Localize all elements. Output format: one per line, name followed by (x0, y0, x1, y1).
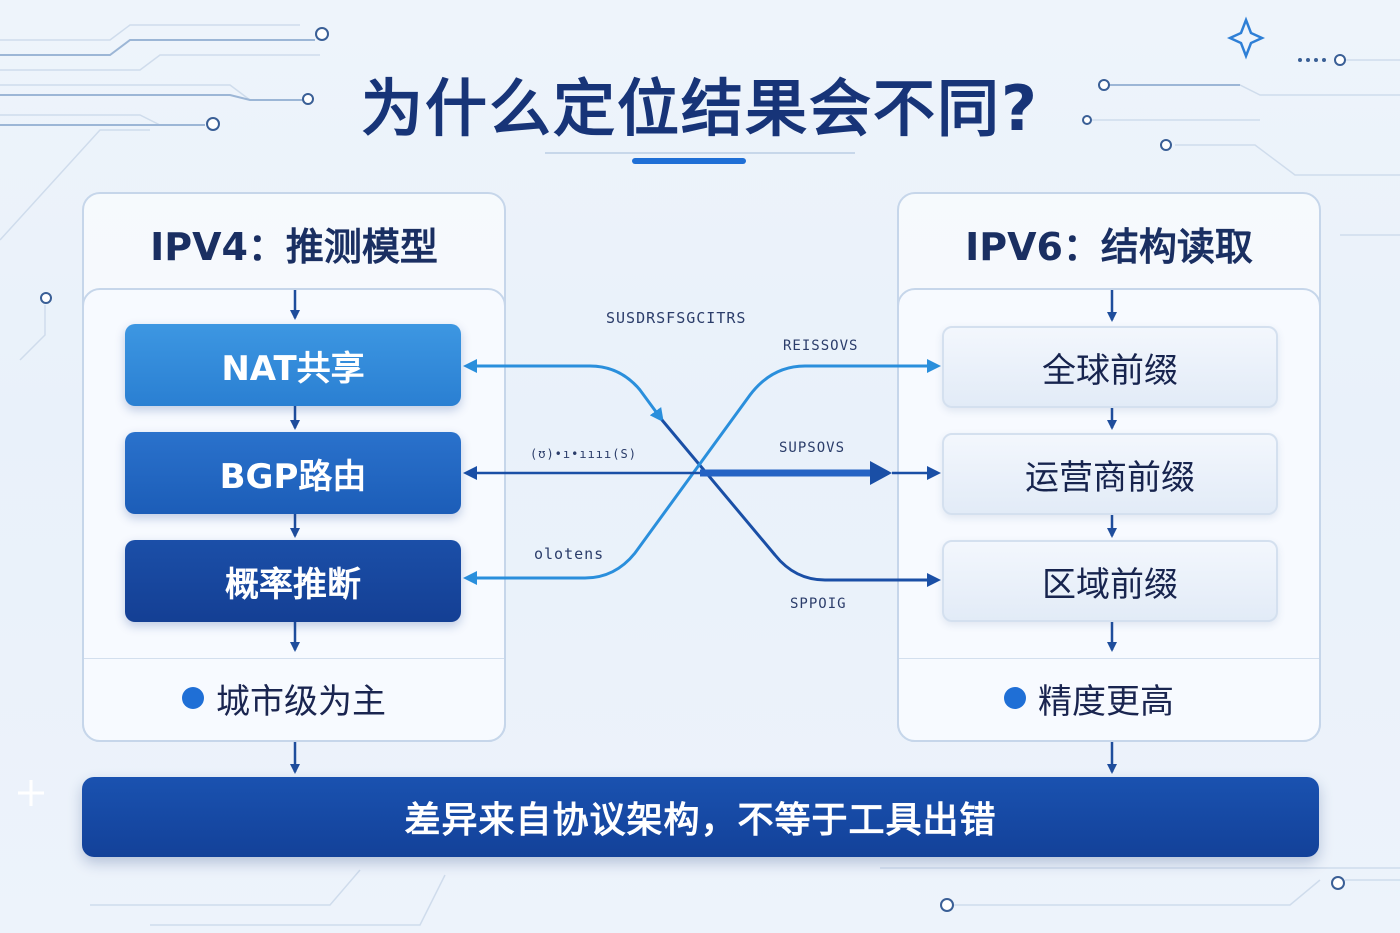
connector-label-top: SUSDRSFSGCITRS (606, 309, 747, 327)
ipv4-panel-divider (84, 658, 504, 659)
connector-label-lower-left: olotens (534, 545, 605, 563)
title-divider (545, 152, 855, 154)
ipv6-result-text: 精度更高 (1038, 681, 1174, 722)
connector-nat-to-cross (463, 359, 664, 423)
ipv6-block-carrier-prefix: 运营商前缀 (942, 433, 1278, 515)
connector-label-lower-right: SPPOIG (790, 596, 847, 612)
ipv6-block-global-prefix: 全球前缀 (942, 326, 1278, 408)
ipv4-block-probability: 概率推断 (125, 540, 461, 622)
page-title: 为什么定位结果会不同? (361, 72, 1039, 145)
connector-label-middle-left: (ʊ)•ı•ıııı(S) (530, 447, 637, 461)
ipv4-result: 城市级为主 (182, 676, 386, 722)
sparkle-icon (1226, 16, 1266, 60)
connector-probability-to-global (463, 359, 941, 585)
plus-icon (18, 780, 44, 806)
ipv6-panel-divider (899, 658, 1319, 659)
dot-icon (182, 687, 204, 709)
connector-bgp-thick-arrowhead (870, 461, 892, 485)
title-accent-bar (632, 158, 746, 164)
ipv4-block-bgp: BGP路由 (125, 432, 461, 514)
conclusion-banner: 差异来自协议架构，不等于工具出错 (82, 777, 1319, 857)
dot-icon (1004, 687, 1026, 709)
ipv6-panel-heading: IPV6：结构读取 (965, 225, 1253, 269)
ipv4-result-text: 城市级为主 (216, 681, 386, 722)
ipv4-block-nat: NAT共享 (125, 324, 461, 406)
ipv4-panel-heading: IPV4：推测模型 (150, 225, 438, 269)
connector-label-middle-right: SUPSOVS (779, 440, 846, 456)
ipv6-block-region-prefix: 区域前缀 (942, 540, 1278, 622)
ipv6-result: 精度更高 (1004, 676, 1174, 722)
connector-label-upper-right: REISSOVS (783, 338, 859, 354)
